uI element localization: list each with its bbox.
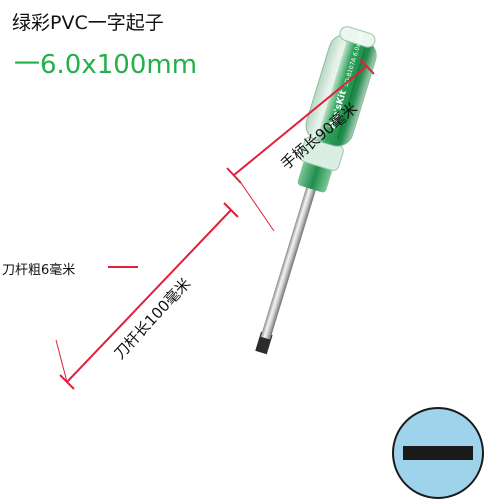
handle-collar	[297, 160, 332, 193]
product-spec: 一6.0x100mm	[14, 50, 198, 80]
product-title: 绿彩PVC一字起子	[12, 12, 164, 34]
flat-slot-icon	[392, 407, 484, 499]
shaft-thickness-label: 刀杆粗6毫米	[2, 263, 76, 278]
shaft	[260, 183, 317, 340]
shaft-dimension	[55, 202, 239, 390]
handle-dimension	[226, 58, 375, 232]
screwdriver: Pro'sKit SD-8107A 6.0x100	[255, 26, 377, 355]
